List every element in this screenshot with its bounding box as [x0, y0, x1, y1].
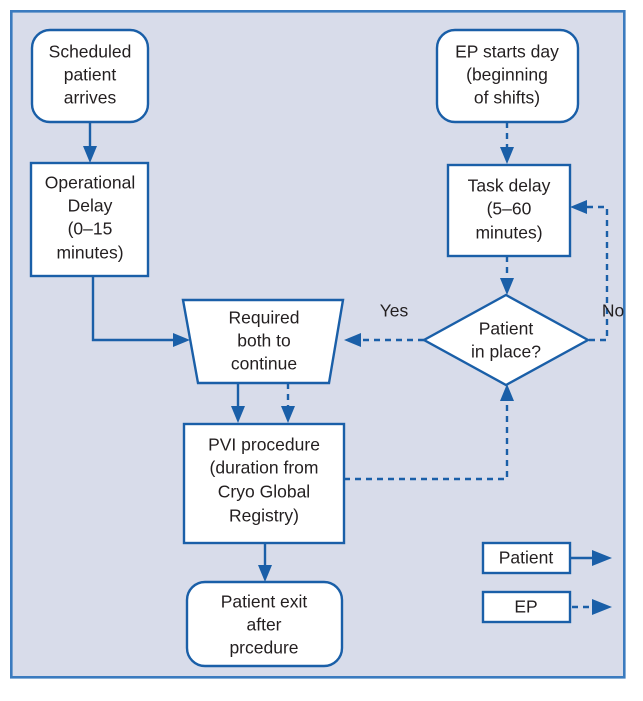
node-patient-exit[interactable]: Patient exit after prcedure [185, 580, 344, 668]
node-ep-starts-day-line-1: EP starts day [455, 42, 559, 62]
node-operational-delay-line-2: Delay [68, 196, 113, 216]
node-operational-delay-line-3: (0–15 [68, 219, 113, 239]
node-task-delay-line-2: (5–60 [487, 199, 532, 219]
node-patient-in-place-decision-line-1: Patient [479, 319, 534, 339]
node-patient-exit-line-3: prcedure [229, 638, 298, 658]
node-task-delay-line-3: minutes) [475, 223, 542, 243]
node-patient-exit-shape [185, 580, 344, 668]
legend-item-patient-arrowhead [592, 550, 612, 566]
legend-item-patient: Patient [481, 541, 612, 575]
node-operational-delay-line-4: minutes) [56, 243, 123, 263]
node-pvi-procedure[interactable]: PVI procedure (duration from Cryo Global… [182, 422, 346, 545]
node-pvi-procedure-line-4: Registry) [229, 506, 299, 526]
node-patient-in-place-decision-line-2: in place? [471, 342, 541, 362]
legend: Patient EP [481, 541, 612, 624]
node-patient-exit-line-1: Patient exit [221, 592, 308, 612]
legend-item-ep-arrowhead [592, 599, 612, 615]
node-pvi-procedure-shape [182, 422, 346, 545]
node-ep-starts-day[interactable]: EP starts day (beginning of shifts) [435, 28, 580, 124]
node-scheduled-patient-arrives-line-3: arrives [64, 88, 117, 108]
legend-item-ep-label: EP [514, 597, 537, 617]
node-patient-exit-line-2: after [246, 615, 281, 635]
arrowhead-operational-to-required [173, 333, 190, 347]
edge-label-yes: Yes [380, 301, 409, 321]
arrowhead-scheduled-to-operational [83, 146, 97, 163]
node-operational-delay-line-1: Operational [45, 173, 135, 193]
arrowhead-pvi-to-decision [500, 384, 514, 401]
node-pvi-procedure-line-2: (duration from [210, 458, 319, 478]
arrowhead-taskdelay-to-decision [500, 278, 514, 295]
edge-label-no: No [602, 301, 624, 321]
node-pvi-procedure-line-1: PVI procedure [208, 435, 320, 455]
node-required-both-to-continue[interactable]: Required both to continue [181, 298, 345, 385]
node-required-both-to-continue-shape [181, 298, 345, 385]
node-ep-starts-day-line-2: (beginning [466, 65, 548, 85]
legend-item-ep-box [481, 590, 572, 624]
arrowhead-ep-to-taskdelay [500, 147, 514, 164]
arrowhead-pvi-to-exit [258, 565, 272, 582]
node-patient-in-place-decision-shape [421, 293, 591, 387]
node-task-delay-line-1: Task delay [468, 176, 551, 196]
legend-item-patient-label: Patient [499, 548, 554, 568]
edge-operational-to-required [91, 276, 178, 342]
node-patient-in-place-decision[interactable]: Patient in place? [421, 293, 591, 387]
node-required-both-to-continue-line-1: Required [228, 308, 299, 328]
arrowhead-required-to-pvi-solid [231, 406, 245, 423]
node-operational-delay[interactable]: Operational Delay (0–15 minutes) [29, 161, 150, 278]
node-scheduled-patient-arrives-line-2: patient [64, 65, 117, 85]
node-scheduled-patient-arrives[interactable]: Scheduled patient arrives [30, 28, 150, 124]
arrowhead-decision-no-to-taskdelay [570, 200, 587, 214]
node-pvi-procedure-line-3: Cryo Global [218, 482, 310, 502]
arrowhead-required-to-pvi-dashed [281, 406, 295, 423]
arrowhead-decision-yes-to-required [344, 333, 361, 347]
node-required-both-to-continue-line-3: continue [231, 354, 297, 374]
node-task-delay-shape [446, 163, 572, 258]
node-scheduled-patient-arrives-shape [30, 28, 150, 124]
node-ep-starts-day-line-3: of shifts) [474, 88, 540, 108]
legend-item-ep: EP [481, 590, 612, 624]
node-operational-delay-shape [29, 161, 150, 278]
node-scheduled-patient-arrives-line-1: Scheduled [49, 42, 132, 62]
node-ep-starts-day-shape [435, 28, 580, 124]
node-task-delay[interactable]: Task delay (5–60 minutes) [446, 163, 572, 258]
node-required-both-to-continue-line-2: both to [237, 331, 291, 351]
